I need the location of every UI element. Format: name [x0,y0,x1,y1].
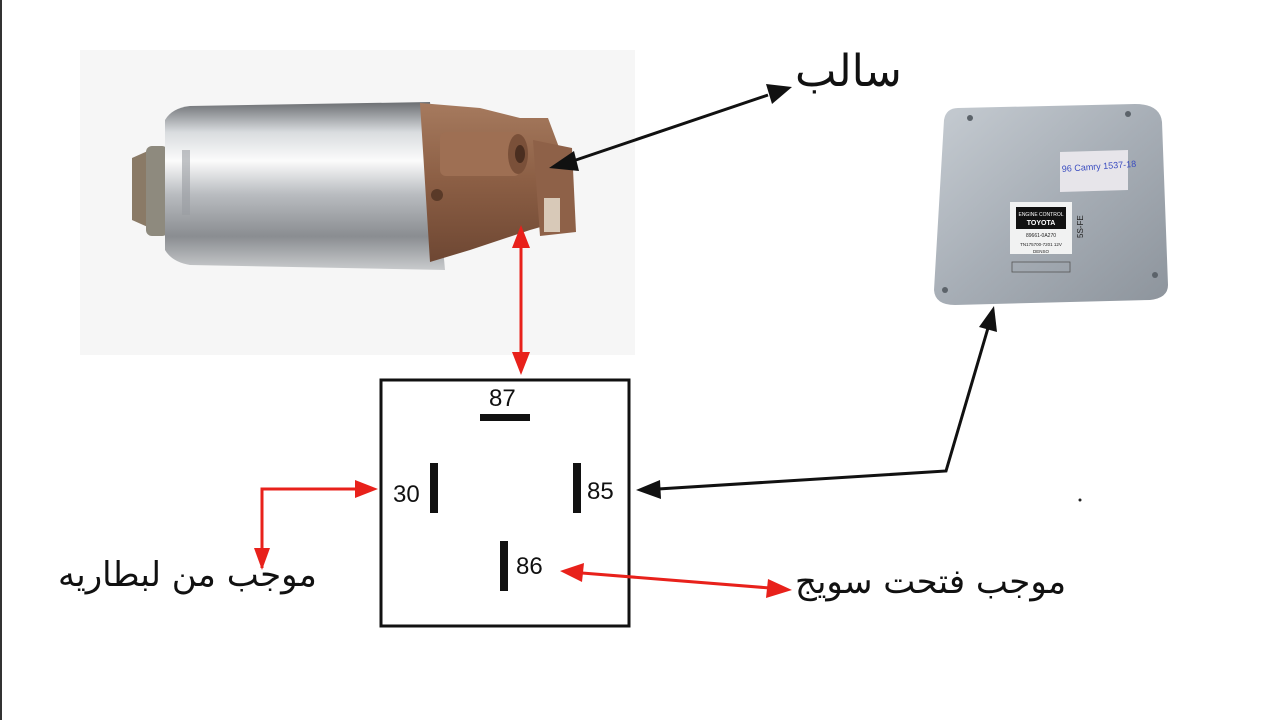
ecu-label-brand: TOYOTA [1027,220,1056,227]
ecu-label-maker: DENSO [1033,249,1050,254]
ecu-label-part-number: 89661-0A270 [1026,233,1056,239]
fuel-pump-image [132,102,576,270]
battery-positive-label: موجب من لبطاريه [58,555,317,595]
stray-dot [1078,498,1082,502]
relay-pin-86-blade [500,541,508,591]
ignition-positive-label: موجب فتحت سويج [795,562,1067,602]
ecu-label-title: ENGINE CONTROL [1018,212,1063,218]
relay-pin-85-label: 85 [587,478,614,505]
relay-pin-85-blade [573,463,581,513]
arrow-pump-to-relay-87 [512,225,530,375]
arrow-negative-wire [549,84,792,171]
relay-pin-86-label: 86 [516,553,543,580]
relay-pin-87-label: 87 [489,385,516,412]
ecu-label-engine: 5S-FE [1076,215,1085,238]
relay-box [379,378,631,628]
ecu-image: 96 Camry 1537-18 ENGINE CONTROL TOYOTA 8… [934,104,1168,305]
relay-pin-30-blade [430,463,438,513]
left-edge-line [0,0,2,720]
ecu-label-serial: TN175700-7201 12V [1020,242,1062,247]
negative-label: سالب [795,46,902,97]
arrow-relay-85-to-ecu [636,306,997,499]
arrow-ignition-to-relay-86 [560,563,792,598]
relay-pin-30-label: 30 [393,481,420,508]
arrow-battery-to-relay-30 [254,480,378,570]
relay-pin-87-blade [480,414,530,421]
